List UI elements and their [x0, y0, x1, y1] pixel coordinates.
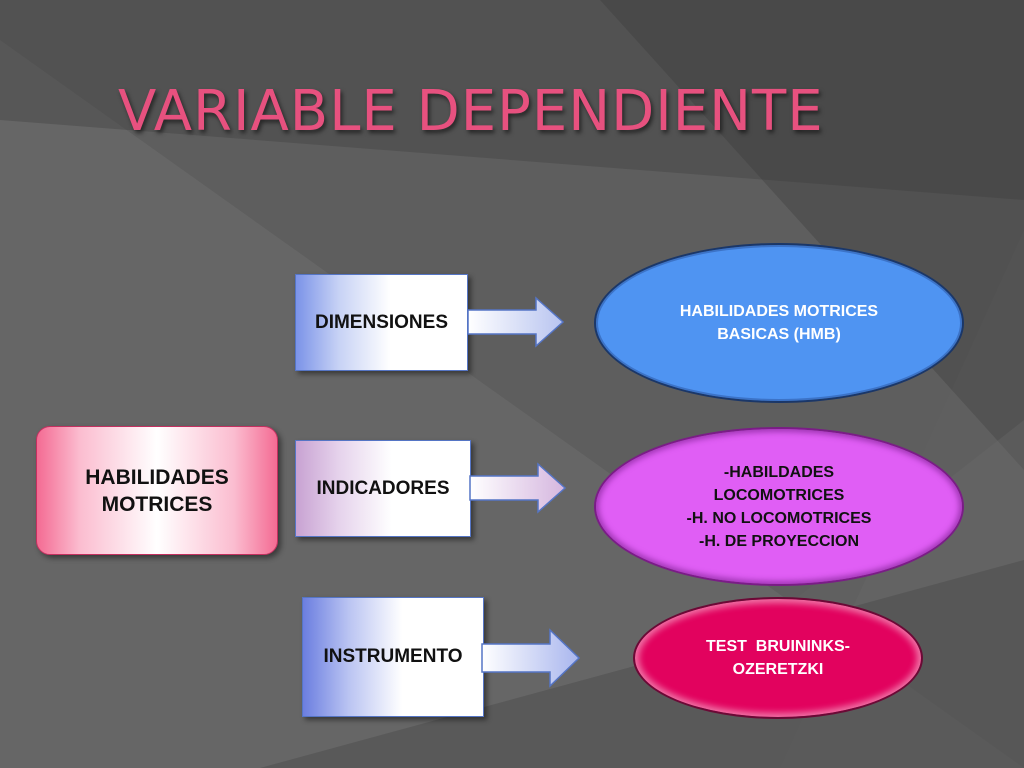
instrument-value-text: TEST BRUININKS- OZERETZKI: [706, 638, 855, 678]
arrow-indicadores: [469, 462, 567, 514]
indicadores-box: INDICADORES: [295, 440, 471, 537]
arrow-dimensiones: [467, 296, 565, 348]
variable-box: HABILIDADES MOTRICES: [36, 426, 278, 555]
dimensiones-box: DIMENSIONES: [295, 274, 468, 371]
indicator-line-2: LOCOMOTRICES: [713, 486, 845, 504]
instrument-value-ellipse: TEST BRUININKS- OZERETZKI: [633, 597, 923, 719]
dimension-value-ellipse: HABILIDADES MOTRICES BASICAS (HMB): [594, 243, 964, 403]
indicator-line-4: -H. DE PROYECCION: [698, 532, 859, 550]
indicator-value-ellipse: -HABILDADES LOCOMOTRICES -H. NO LOCOMOTR…: [594, 427, 964, 586]
instrumento-box: INSTRUMENTO: [302, 597, 484, 717]
dimension-value-text: HABILIDADES MOTRICES BASICAS (HMB): [679, 303, 879, 343]
indicator-line-3: -H. NO LOCOMOTRICES: [686, 509, 872, 527]
slide-title: VARIABLE DEPENDIENTE: [118, 79, 824, 144]
indicator-line-1: -HABILDADES: [723, 463, 835, 481]
arrow-instrumento: [481, 628, 581, 688]
